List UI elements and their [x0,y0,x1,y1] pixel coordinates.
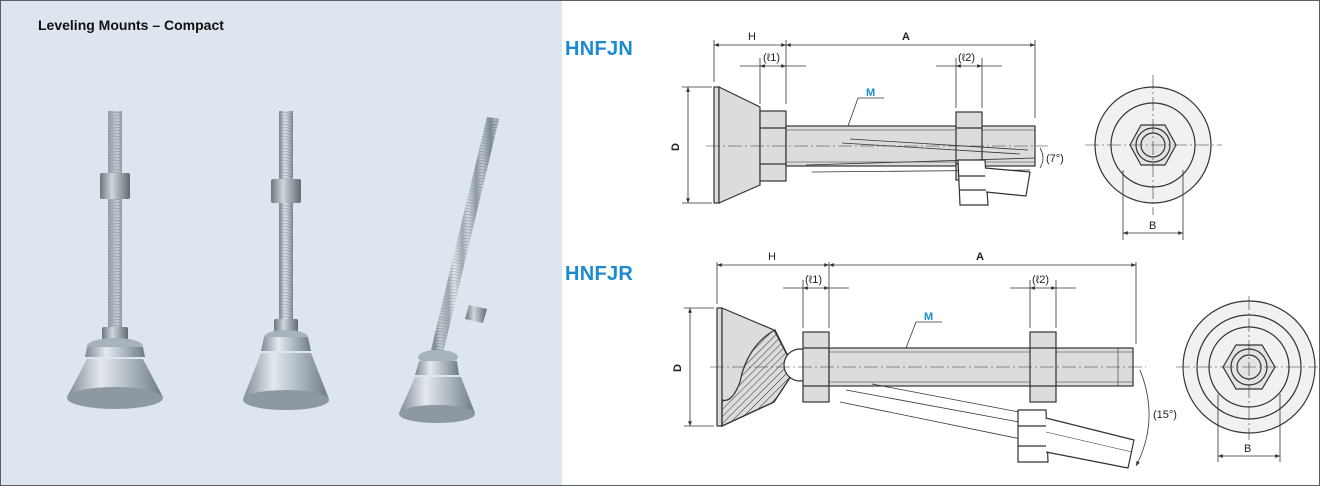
hnfjn-dim-h: H [748,31,756,43]
hnfjn-dim-a: A [902,31,910,43]
hnfjn-dim-l2: (ℓ2) [958,52,975,64]
mount-photo-2 [243,111,329,410]
hnfjn-dim-l1: (ℓ1) [763,52,780,64]
mount-photo-3 [399,117,499,423]
hnfjr-dim-angle: (15°) [1153,409,1177,421]
hnfjr-dim-a: A [976,251,984,263]
hnfjn-dim-m: M [866,87,875,99]
product-photo-panel: Leveling Mounts – Compact [1,1,562,485]
hnfjn-end-view [1085,75,1222,240]
model-label-hnfjr: HNFJR [565,263,634,285]
hnfjn-dim-d: D [670,143,682,151]
model-label-hnfjn: HNFJN [565,38,634,60]
mount-photo-1 [67,111,163,409]
hnfjr-dim-l1: (ℓ1) [805,274,822,286]
panel-title: Leveling Mounts – Compact [38,17,224,33]
hnfjn-dimensions [682,40,1044,204]
hnfjr-dim-h: H [768,251,776,263]
hnfjr-dimensions [684,262,1150,467]
hnfjr-dim-l2: (ℓ2) [1032,274,1049,286]
hnfjn-side-view [706,86,1048,206]
hnfjn-dim-angle: (7°) [1046,153,1064,165]
hnfjr-side-view [710,307,1146,469]
product-photos [67,111,499,423]
hnfjr-dim-m: M [924,311,933,323]
hnfjn-dim-b: B [1149,220,1156,232]
hnfjr-end-view [1176,296,1318,462]
hnfjr-dim-b: B [1244,443,1251,455]
hnfjr-dim-d: D [672,364,684,372]
